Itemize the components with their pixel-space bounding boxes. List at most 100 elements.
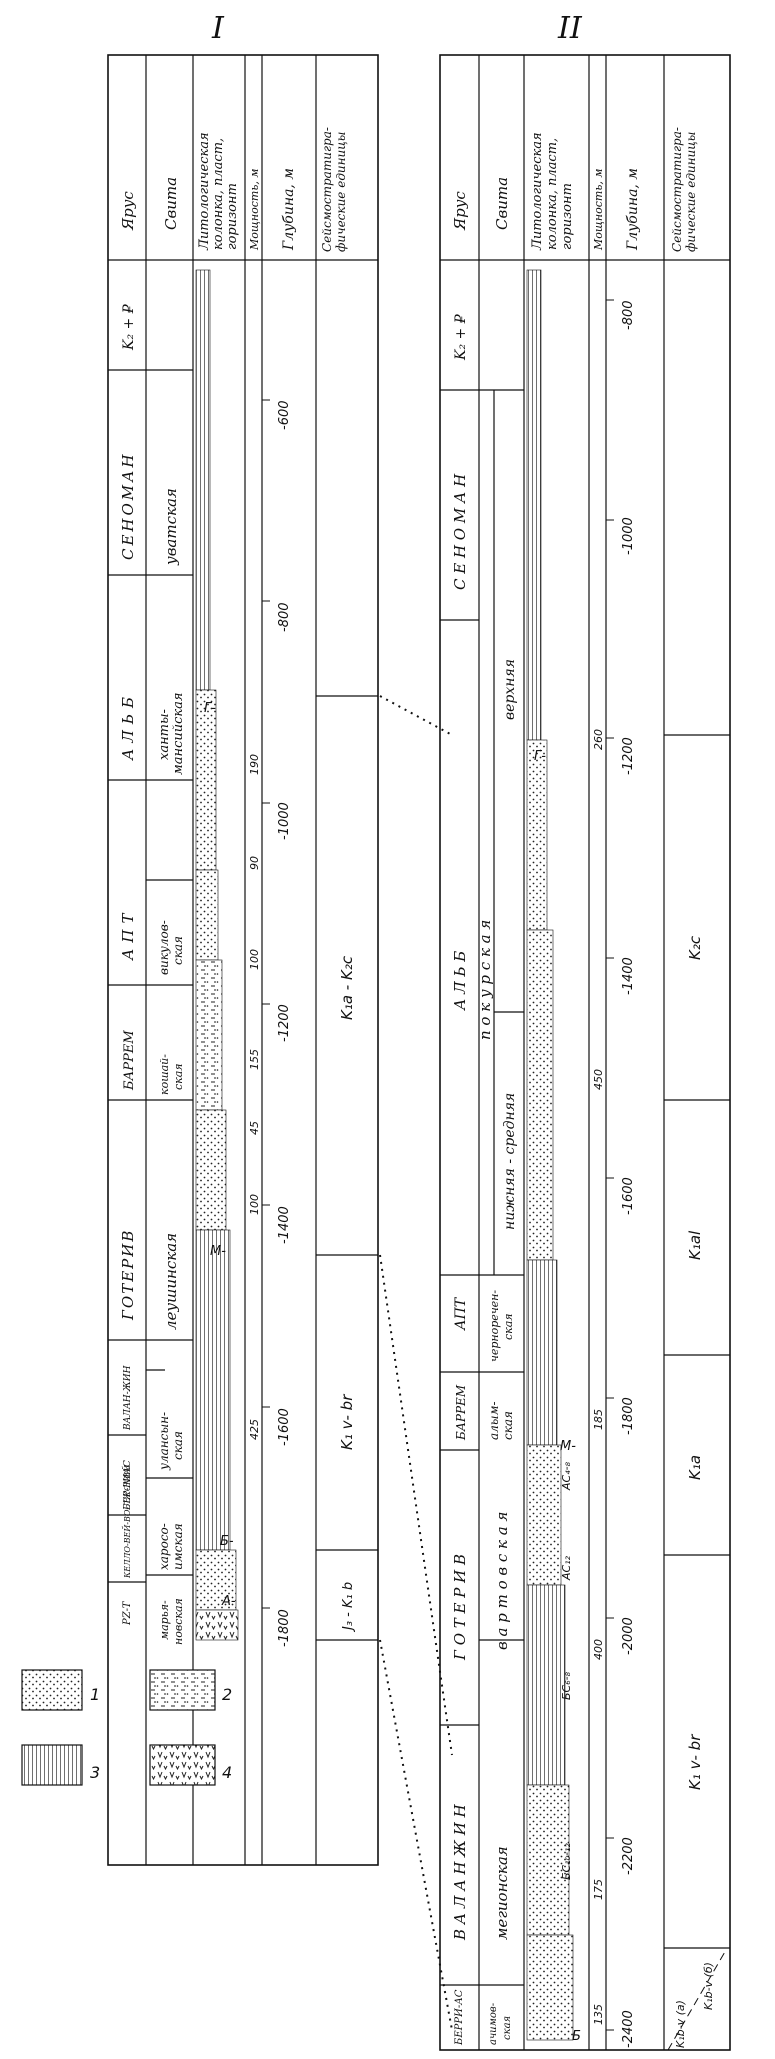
thickness-45: 45	[248, 1121, 261, 1135]
svg-text:ачимов-: ачимов-	[488, 2002, 499, 2045]
depth-1000-II: -1000	[621, 517, 636, 555]
stage-kellovey: КЕЛЛО-ВЕЙ-ВО-ЛЖСКИЙ	[122, 1464, 132, 1579]
svg-text:имская: имская	[171, 1523, 185, 1570]
stage-goteriv: ГОТЕРИВ	[119, 1229, 137, 1321]
svg-text:ская: ская	[501, 1411, 515, 1440]
svg-text:ханты-: ханты-	[157, 709, 172, 760]
suite-pokur-upper: верхняя	[502, 659, 518, 720]
svg-text:Литологическая: Литологическая	[530, 132, 545, 251]
thickness-400: 400	[592, 1639, 605, 1660]
thickness-190: 190	[248, 754, 261, 775]
horizon-G: Г-	[204, 701, 216, 716]
header-depth-II: Глубина, м	[625, 168, 641, 251]
layer-AC4-8: АС₄-₈	[560, 1461, 573, 1491]
suite-megion: мегионская	[493, 1846, 511, 1940]
layer-AC12: АС₁₂	[560, 1555, 573, 1581]
thickness-90: 90	[248, 856, 261, 870]
stage-valanzhin-II: В А Л А Н Ж И Н	[451, 1803, 469, 1941]
svg-text:алым-: алым-	[487, 1401, 501, 1440]
depth-600: -600	[277, 400, 292, 430]
header-stage-II: Ярус	[451, 191, 469, 231]
suite-leush: леушинская	[162, 1233, 180, 1330]
svg-text:колонка, пласт,: колонка, пласт,	[545, 138, 560, 250]
depth-1800-II: -1800	[621, 1397, 636, 1435]
legend-label-4: 4	[222, 1763, 232, 1782]
stage-berrias: БЕР-РИАС	[123, 1460, 133, 1511]
svg-text:кошай-: кошай-	[158, 1054, 171, 1095]
thickness-450: 450	[592, 1069, 605, 1090]
svg-text:Литологическая: Литологическая	[197, 132, 212, 251]
stage-apt: АПТ	[119, 908, 137, 961]
column-II-title: II	[557, 11, 583, 46]
suite-uvat: уватская	[162, 488, 180, 566]
seismic-K1a-K2c: K₁a - K₂c	[338, 955, 356, 1020]
depth-2400-II: -2400	[621, 2010, 636, 2048]
correlation-lines	[379, 695, 453, 2031]
header-seismic-II: Сейсмостратигра- фические единицы	[670, 127, 698, 252]
depth-1600-II: -1600	[621, 1177, 636, 1215]
stage-K2P: K₂ + ₽	[121, 303, 137, 351]
stage-barrem-II: БАРРЕМ	[454, 1384, 468, 1441]
svg-text:улансын-: улансын-	[157, 1412, 171, 1471]
thickness-100: 100	[248, 949, 261, 970]
legend-swatch-volcanic	[149, 1744, 216, 1786]
seismic-K1al-II: K₁al	[686, 1230, 704, 1260]
legend-swatch-silt	[149, 1669, 216, 1711]
seismic-K1a-II: K₁a	[686, 1455, 704, 1480]
layer-BC10-12: БС₁₀-₁₂	[560, 1843, 573, 1880]
suite-pokur-lower-middle: нижняя - средняя	[502, 1093, 518, 1230]
legend-label-1: 1	[90, 1685, 100, 1704]
suite-pokur: п о к у р с к а я	[476, 920, 494, 1040]
stage-K2P-II: K₂ + ₽	[453, 313, 469, 361]
depth-1600: -1600	[277, 1408, 292, 1446]
svg-text:колонка, пласт,: колонка, пласт,	[211, 138, 226, 250]
svg-text:ская: ская	[172, 1063, 185, 1090]
depth-800-II: -800	[621, 300, 636, 330]
depth-1200: -1200	[277, 1004, 292, 1042]
header-thickness-II: Мощность, м	[592, 169, 605, 251]
svg-text:Сейсмостратигра-: Сейсмостратигра-	[320, 127, 334, 252]
stage-berrias-II: БЕРРИ-АС	[454, 1989, 465, 2046]
header-depth: Глубина, м	[281, 168, 297, 251]
header-lithology-II: Литологическая колонка, пласт, горизонт	[530, 132, 575, 251]
column-I: Ярус Свита Литологическая колонка, пласт…	[107, 54, 379, 1866]
stage-pzt: PZ-T	[122, 1600, 133, 1626]
seismic-K2c-II: K₂c	[686, 935, 704, 960]
legend: 1 2 3 4	[21, 1669, 232, 1786]
header-thickness: Мощность, м	[248, 169, 261, 251]
svg-text:фические единицы: фические единицы	[684, 132, 698, 252]
column-II: Ярус Свита Литологическая колонка, пласт…	[439, 54, 731, 2051]
depth-1200-II: -1200	[621, 737, 636, 775]
depth-2200-II: -2200	[621, 1837, 636, 1875]
header-stage: Ярус	[119, 191, 137, 231]
stage-apt-II: АПТ	[453, 1296, 469, 1331]
svg-text:викулов-: викулов-	[157, 920, 171, 975]
stage-cenoman: СЕНОМАН	[119, 451, 137, 560]
svg-text:черноречен-: черноречен-	[488, 1290, 501, 1362]
lithology-column-I	[195, 269, 239, 1641]
horizon-M-II: М-	[560, 1439, 576, 1454]
header-seismic: Сейсмостратигра- фические единицы	[320, 127, 348, 252]
column-I-title: I	[211, 11, 225, 46]
horizon-G-II: Г-	[534, 749, 546, 764]
svg-text:харосо-: харосо-	[157, 1523, 171, 1570]
seismic-K1b-v-a-II: K₁b-v (a)	[674, 2000, 687, 2048]
svg-text:ская: ская	[502, 1313, 515, 1340]
seismic-J3-K1b: J₃ - K₁ b	[341, 1582, 356, 1633]
svg-text:ская: ская	[171, 1431, 185, 1460]
thickness-185: 185	[592, 1409, 605, 1430]
depth-1000: -1000	[277, 802, 292, 840]
header-lithology: Литологическая колонка, пласт, горизонт	[197, 132, 240, 251]
depth-1800: -1800	[277, 1609, 292, 1647]
horizon-B-II: Б	[572, 2029, 581, 2044]
svg-text:мансийская: мансийская	[171, 692, 186, 775]
thickness-155: 155	[248, 1049, 261, 1070]
depth-800: -800	[277, 602, 292, 632]
stage-alb: АЛЬБ	[119, 691, 137, 761]
stage-alb-II: А Л Ь Б	[451, 951, 469, 1011]
header-suite: Свита	[162, 177, 180, 230]
svg-text:горизонт: горизонт	[225, 183, 240, 250]
layer-BC6-8: БС₆-₈	[560, 1671, 573, 1700]
seismic-K1v-br-II: K₁ v- br	[686, 1734, 704, 1790]
